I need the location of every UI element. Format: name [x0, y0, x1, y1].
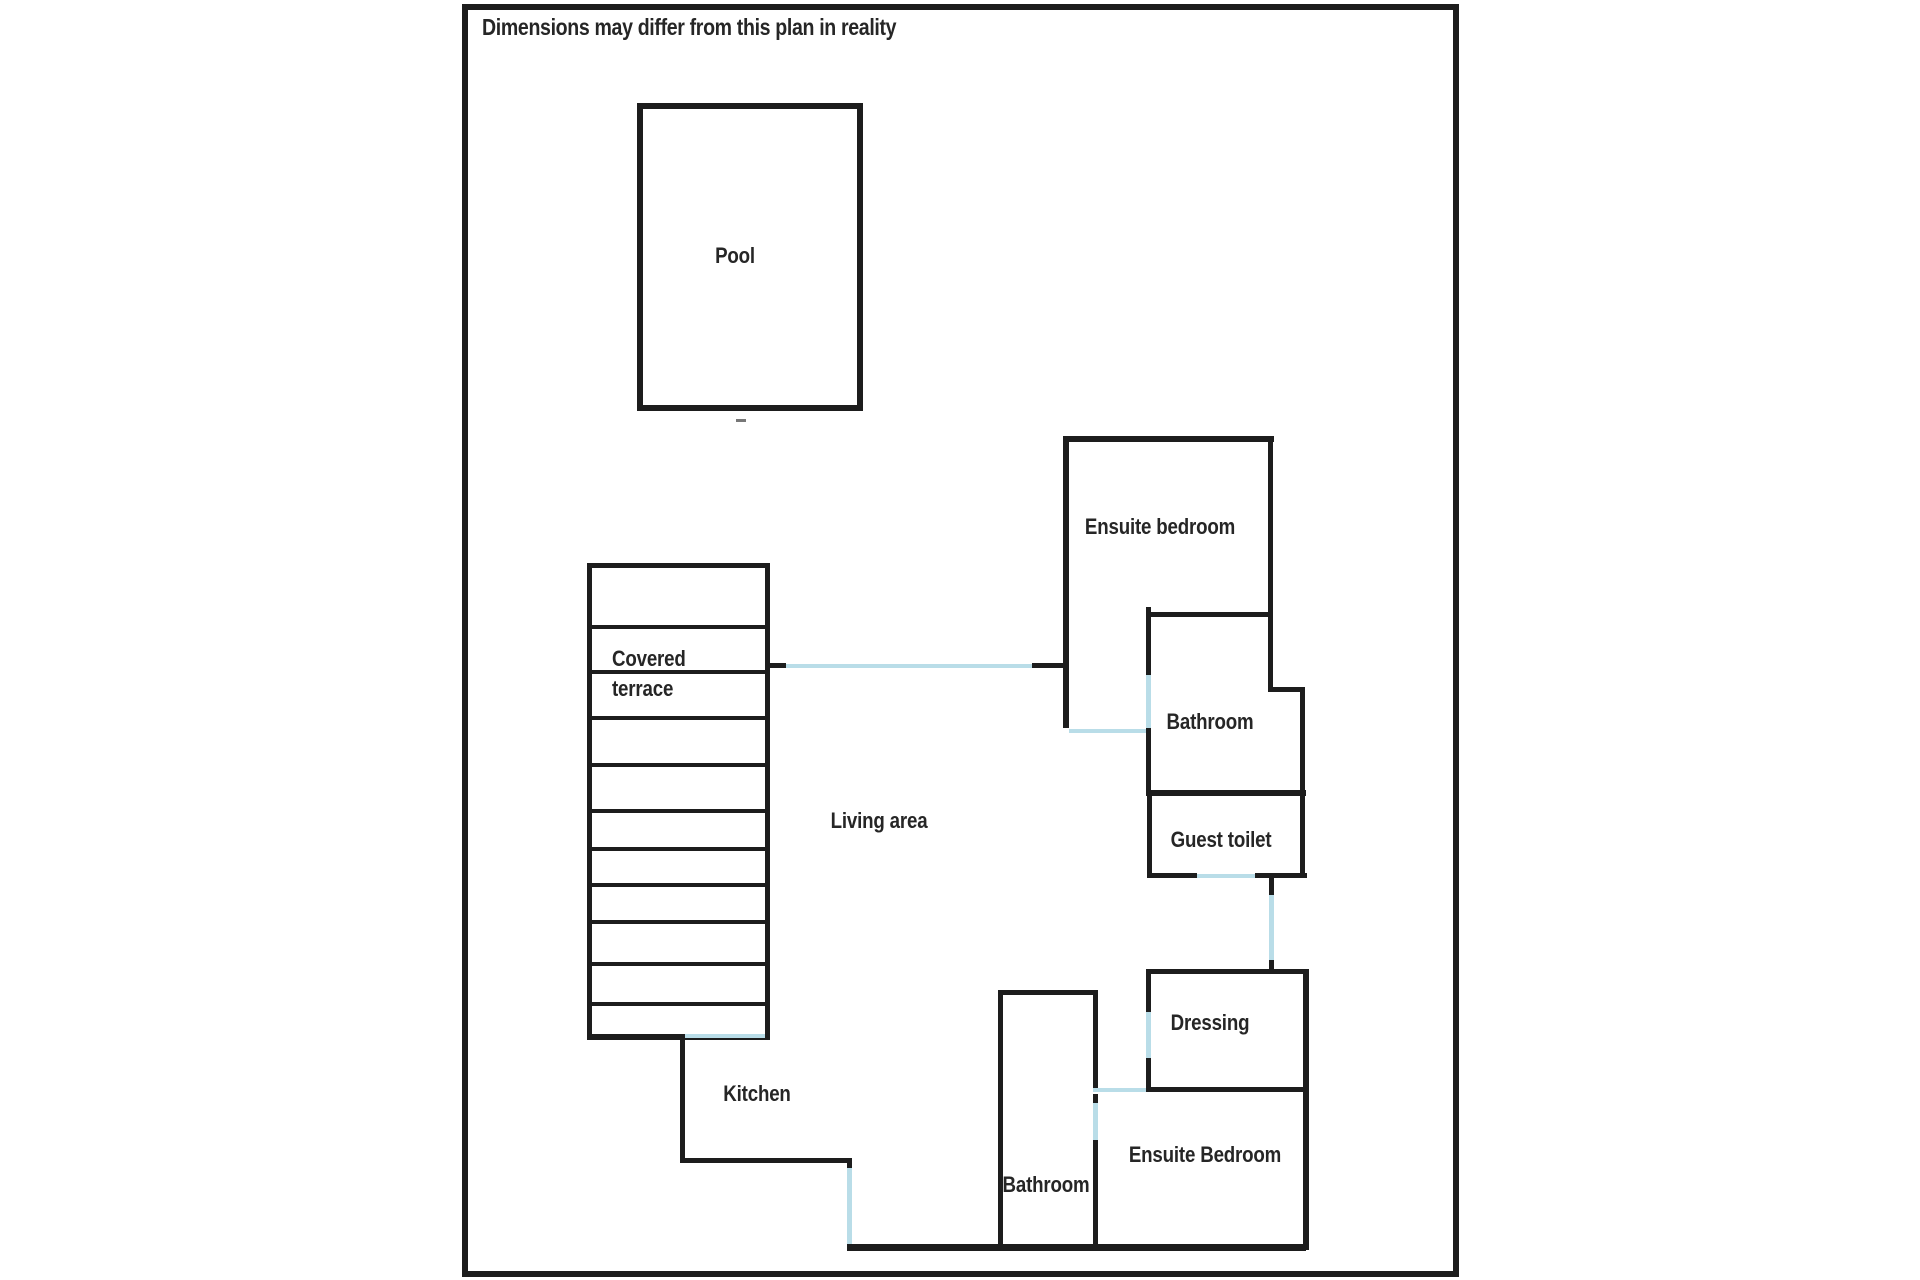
wall-ensuite-top-east — [1268, 436, 1273, 692]
covered-terrace-label-line1: Covered — [612, 646, 686, 671]
terrace-slat — [590, 763, 768, 767]
bathroom-top-label: Bathroom — [1166, 709, 1254, 734]
wall-kitchen-south — [680, 1158, 852, 1163]
covered-terrace-outline — [587, 563, 770, 1040]
living-area-label: Living area — [830, 808, 928, 833]
wall-bathroom-top-north — [1146, 612, 1273, 617]
bathroom-top-door-opening — [1146, 675, 1151, 728]
wall-east-dressing-bedroom — [1303, 969, 1309, 1250]
wall-bathroom-step — [1268, 687, 1305, 692]
corridor-tick-bottom — [1269, 960, 1274, 971]
dressing-door-opening — [1146, 1012, 1151, 1058]
corridor-tick-top — [1269, 873, 1274, 895]
dressing-label: Dressing — [1170, 1010, 1250, 1035]
wall-bathroom-guesttoilet-divider — [1146, 790, 1306, 796]
wall-dressing-west-b — [1146, 1058, 1151, 1092]
terrace-slat — [590, 625, 768, 629]
wall-dressing-west-a — [1146, 969, 1151, 1012]
bathroom-bottom-door-opening — [1093, 1103, 1098, 1140]
disclaimer-text: Dimensions may differ from this plan in … — [482, 14, 897, 40]
terrace-slat — [590, 962, 768, 966]
living-area-window-opening — [786, 664, 1032, 668]
bathroom-bottom-label: Bathroom — [1002, 1172, 1090, 1197]
ensuite-bedroom-bottom-label: Ensuite Bedroom — [1128, 1142, 1282, 1167]
wall-dressing-south — [1146, 1087, 1303, 1092]
terrace-slat — [590, 809, 768, 813]
terrace-kitchen-opening — [685, 1034, 765, 1038]
terrace-slat — [590, 670, 768, 674]
bedroom-dressing-opening — [1093, 1088, 1146, 1092]
wall-bathroom-bedroom-divider-b — [1093, 1140, 1098, 1248]
plan-outer-border — [462, 4, 1459, 1277]
covered-terrace-label-line2: terrace — [612, 676, 674, 701]
wall-south — [847, 1244, 1306, 1251]
covered-terrace-label: Covered terrace — [612, 644, 686, 704]
pool-outline — [637, 103, 863, 411]
wall-bathroom-bedroom-divider-tick — [1093, 1094, 1098, 1103]
wall-bathroom-bottom-north — [998, 990, 1098, 995]
wall-ensuite-top-north — [1063, 436, 1274, 442]
kitchen-label: Kitchen — [723, 1081, 791, 1106]
terrace-slat — [590, 883, 768, 887]
corridor-opening — [1269, 895, 1274, 960]
wall-bathroom-top-west-b — [1146, 728, 1151, 794]
wall-bathroom-bottom-west — [998, 990, 1003, 1248]
wall-guesttoilet-south-b — [1255, 873, 1307, 878]
kitchen-corner-tick — [847, 1158, 852, 1168]
wall-bathroom-bedroom-divider-a — [1093, 990, 1098, 1088]
wall-connector-right-tick — [1032, 663, 1066, 668]
wall-bathroom-top-west-a — [1146, 607, 1151, 675]
kitchen-hall-opening — [847, 1168, 852, 1244]
ensuite-top-door-opening — [1069, 729, 1146, 733]
terrace-slat — [590, 920, 768, 924]
stray-mark — [736, 419, 746, 422]
wall-guesttoilet-west — [1147, 792, 1152, 878]
wall-guesttoilet-south-a — [1147, 873, 1197, 878]
wall-ensuite-top-west — [1063, 436, 1069, 728]
terrace-slat — [590, 1002, 768, 1006]
wall-connector-left-tick — [765, 663, 786, 668]
guest-toilet-label: Guest toilet — [1170, 827, 1272, 852]
terrace-slat — [590, 716, 768, 720]
terrace-slat — [590, 847, 768, 851]
ensuite-bedroom-top-label: Ensuite bedroom — [1084, 514, 1236, 539]
guesttoilet-door-opening — [1197, 874, 1255, 878]
wall-east-bathroom-guesttoilet — [1300, 687, 1305, 878]
wall-dressing-north — [1146, 969, 1308, 974]
wall-kitchen-west — [680, 1040, 685, 1158]
pool-label: Pool — [715, 243, 755, 268]
